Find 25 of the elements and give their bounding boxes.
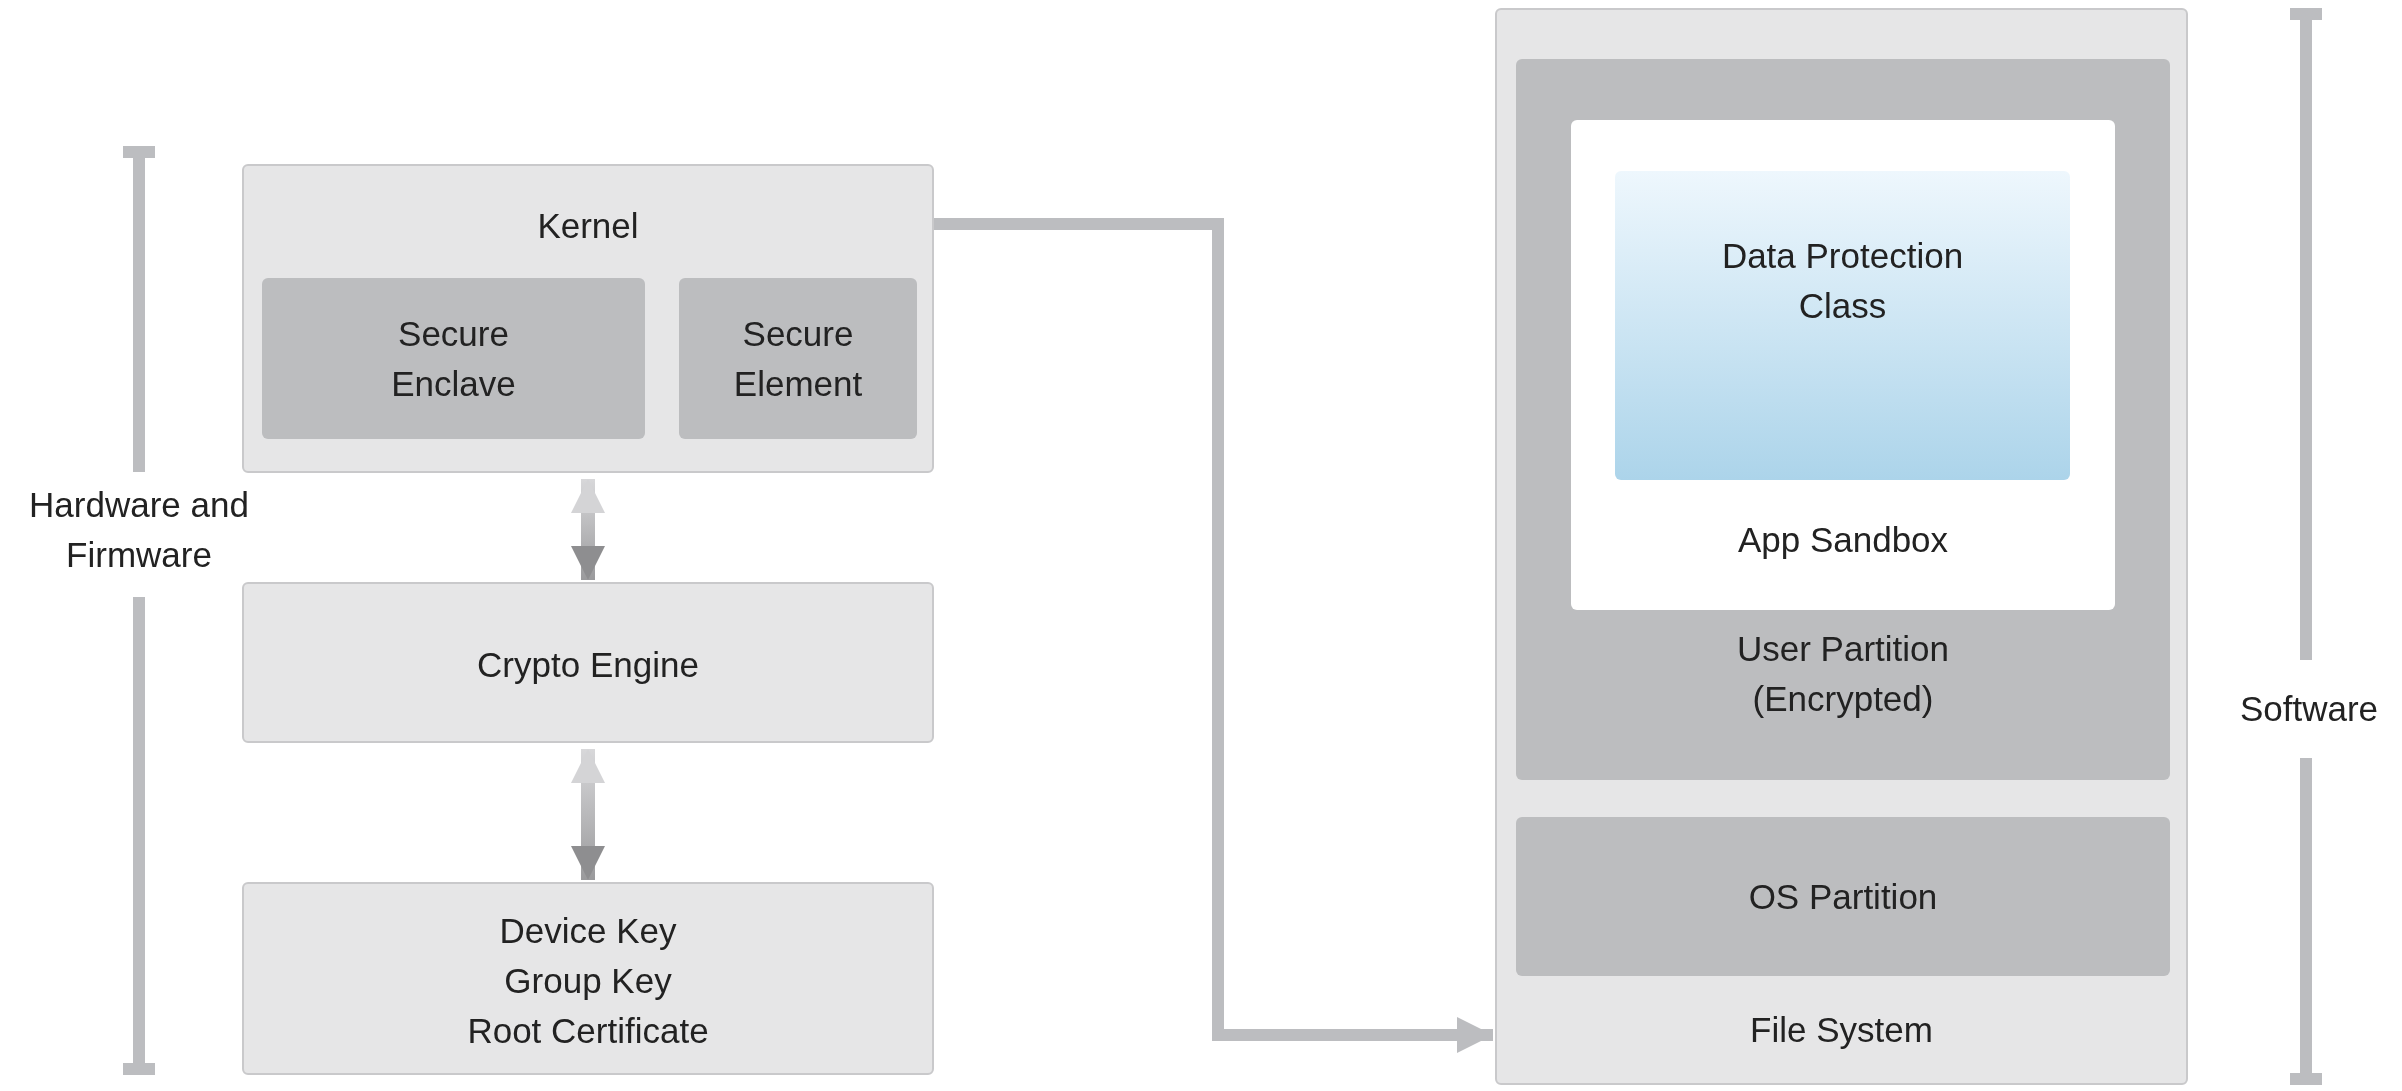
sandbox-box [1571,120,2115,610]
node-label: OS Partition [1748,875,1938,918]
component-box [679,278,917,439]
process-box [242,582,934,743]
node-label: Kernel [537,205,639,247]
node-label: Secure Element [732,312,864,405]
node-label: Group Key [504,959,672,1002]
node-label: App Sandbox [1737,519,1949,561]
node-label: Secure Enclave [390,312,517,405]
double-arrow [571,479,605,580]
key-storage-box [242,882,934,1075]
double-arrow [571,749,605,880]
node-label: Device Key [499,909,677,952]
node-label: Root Certificate [467,1009,709,1052]
node-label: Crypto Engine [477,643,699,686]
component-box [262,278,645,439]
kernel-box [242,164,934,473]
node-label: File System [1750,1009,1933,1051]
partition-box [1516,59,2170,780]
node-label: Data Protection Class [1720,235,1965,327]
elbow-arrow [934,218,1493,1053]
data-class-box [1615,171,2070,480]
file-system-box [1495,8,2188,1085]
partition-box [1516,817,2170,976]
node-label: User Partition (Encrypted) [1736,628,1950,720]
